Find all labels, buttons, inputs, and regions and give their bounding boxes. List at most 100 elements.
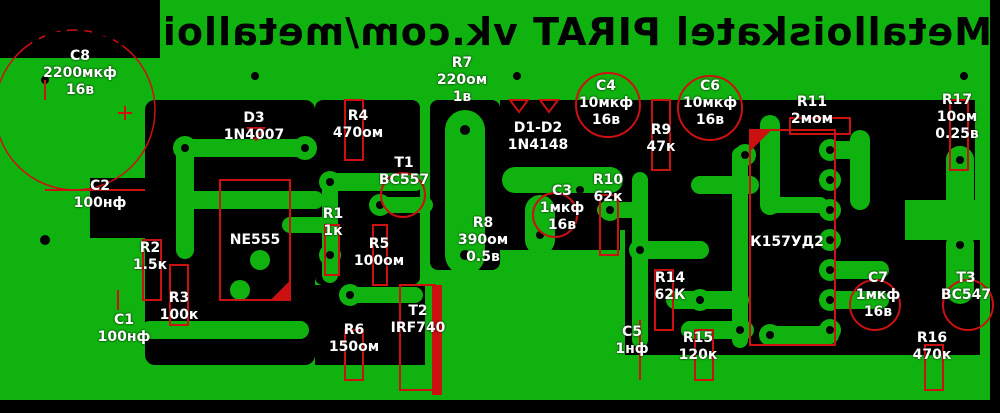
label-d1d2: D1-D2 1N4148 [508,120,568,154]
t3-value: BC547 [940,287,992,303]
label-r3: R3 100к [160,290,199,324]
r16-value: 470к [912,347,952,363]
r6-value: 150ом [328,339,380,355]
c7-value: 1мкф [855,287,901,303]
c3-rating: 16в [547,217,577,233]
c6-ref: C6 [699,78,721,94]
label-r6: R6 150ом [329,322,379,356]
component-outlines [0,29,994,395]
r9-ref: R9 [650,122,672,138]
label-c7: C7 1мкф 16в [856,270,901,321]
drill-holes [40,72,968,339]
c1-value: 100нф [97,329,151,345]
board-title: Metalloiskatel PIRAT vk.com/metalloiscat… [28,10,992,54]
c1-ref: C1 [113,312,135,328]
c3-ref: C3 [551,183,573,199]
label-r16: R16 470к [913,330,952,364]
ne555-ref: NE555 [229,232,281,248]
label-ne555: NE555 [230,232,281,249]
label-r1: R1 1к [323,206,344,240]
label-c8: C8 2200мкф 16в [43,48,117,99]
label-c6: C6 10мкф 16в [683,78,737,129]
r10-value: 62к [593,189,623,205]
r5-value: 100ом [353,253,405,269]
d3-value: 1N4007 [223,127,285,143]
c3-value: 1мкф [539,200,585,216]
label-c5: C5 1нф [615,324,648,358]
r17-ref: R17 [941,92,973,108]
r2-ref: R2 [139,240,161,256]
c4-rating: 16в [591,112,621,128]
r17-rating: 0.25в [935,126,979,142]
label-r17: R17 10ом 0.25в [935,92,978,143]
label-t1: T1 BC557 [379,155,429,189]
r1-value: 1к [323,223,343,239]
d3-ref: D3 [243,110,265,126]
c4-value: 10мкф [578,95,634,111]
label-c4: C4 10мкф 16в [579,78,633,129]
label-r14: R14 62К [655,270,686,304]
label-r4: R4 470ом [333,108,383,142]
r9-value: 47к [646,139,676,155]
t3-ref: T3 [956,270,976,286]
r2-value: 1.5к [132,257,168,273]
r8-value: 390ом [457,232,509,248]
t1-ref: T1 [394,155,414,171]
r8-rating: 0.5в [466,249,500,265]
c6-value: 10мкф [682,95,738,111]
label-c3: C3 1мкф 16в [540,183,585,234]
r14-ref: R14 [654,270,686,286]
r3-value: 100к [159,307,199,323]
r4-ref: R4 [347,108,369,124]
r11-value: 2мом [790,111,834,127]
k157-ref: К157УД2 [750,234,824,250]
r7-ref: R7 [451,55,473,71]
c8-value: 2200мкф [43,65,117,81]
c2-ref: C2 [89,178,111,194]
c7-ref: C7 [867,270,889,286]
c6-rating: 16в [695,112,725,128]
label-r15: R15 120к [679,330,718,364]
r7-value: 220ом [436,72,488,88]
r3-ref: R3 [168,290,190,306]
r15-value: 120к [678,347,718,363]
label-d3: D3 1N4007 [224,110,284,144]
c8-rating: 16в [65,82,95,98]
r17-value: 10ом [936,109,978,125]
r16-ref: R16 [916,330,948,346]
label-k157: К157УД2 [750,234,824,251]
label-r2: R2 1.5к [133,240,167,274]
label-r8: R8 390ом 0.5в [458,215,508,266]
r15-ref: R15 [682,330,714,346]
c5-ref: C5 [621,324,642,340]
r8-ref: R8 [472,215,494,231]
label-t2: T2 IRF740 [391,303,446,337]
d1d2-ref: D1-D2 [513,120,563,136]
t2-value: IRF740 [390,320,446,336]
label-r7: R7 220ом 1в [437,55,487,106]
t2-ref: T2 [408,303,428,319]
c7-rating: 16в [863,304,893,320]
c5-value: 1нф [615,341,649,357]
r5-ref: R5 [368,236,390,252]
r14-value: 62К [654,287,686,303]
c4-ref: C4 [595,78,617,94]
r10-ref: R10 [592,172,624,188]
d1d2-value: 1N4148 [507,137,569,153]
r1-ref: R1 [322,206,344,222]
label-r5: R5 100ом [354,236,404,270]
c2-value: 100нф [73,195,127,211]
r11-ref: R11 [796,94,828,110]
t1-value: BC557 [378,172,430,188]
label-c1: C1 100нф [98,312,151,346]
label-r10: R10 62к [593,172,623,206]
label-r9: R9 47к [647,122,676,156]
c8-ref: C8 [69,48,90,64]
r4-value: 470ом [332,125,384,141]
label-c2: C2 100нф [74,178,127,212]
label-t3: T3 BC547 [941,270,991,304]
r6-ref: R6 [343,322,365,338]
r7-rating: 1в [452,89,472,105]
